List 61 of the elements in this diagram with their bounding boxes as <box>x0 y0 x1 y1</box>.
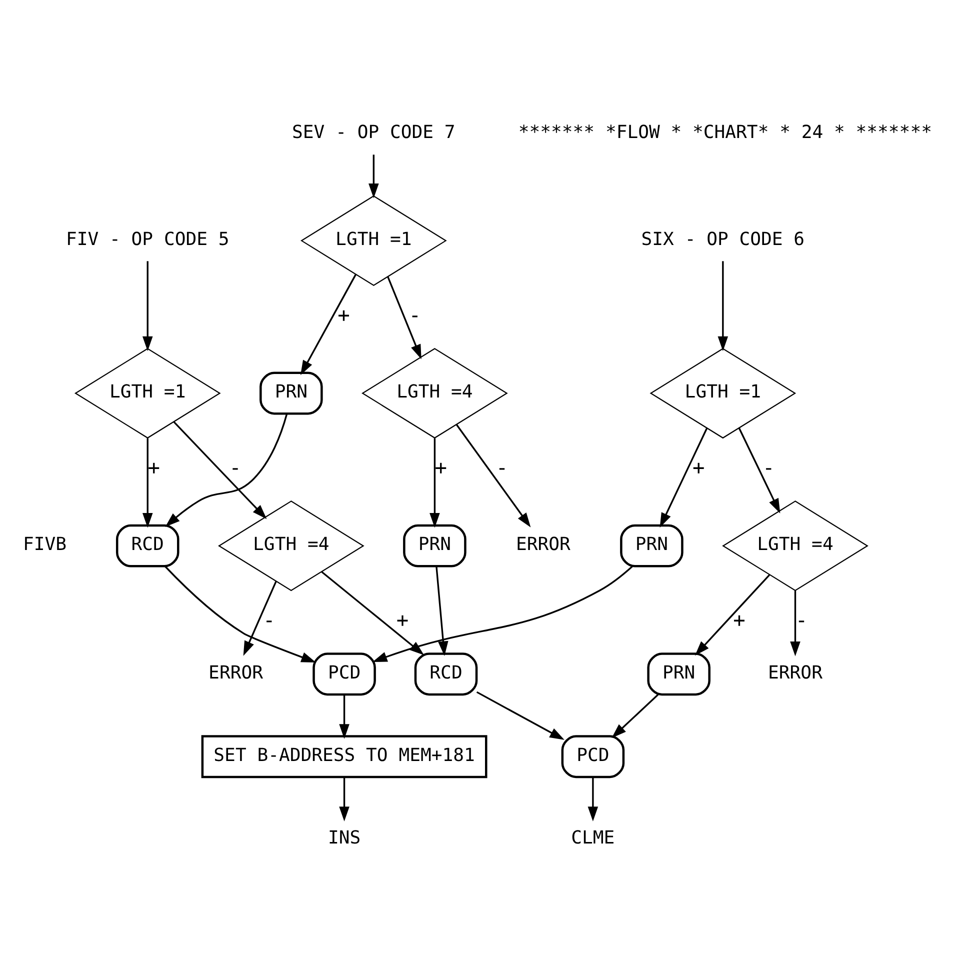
arrow <box>694 574 770 656</box>
arrow <box>173 421 267 520</box>
arrow <box>387 276 422 360</box>
edge-label: - <box>496 456 508 480</box>
edge-label: + <box>733 608 746 632</box>
arrow <box>142 261 153 352</box>
node-diamond: LGTH =1 <box>300 195 447 286</box>
arrow <box>339 777 350 822</box>
edge-label: + <box>338 302 350 327</box>
node-text: ERROR <box>516 534 570 556</box>
node-diamond: LGTH =1 <box>74 348 221 439</box>
node-box: PCD <box>312 652 376 696</box>
arrow <box>430 438 440 528</box>
arrow <box>164 566 316 662</box>
arrow <box>588 777 598 822</box>
edge-label: - <box>229 456 242 480</box>
arrow <box>456 424 531 528</box>
node-text: FIV - OP CODE 5 <box>66 228 230 250</box>
node-text: SIX - OP CODE 6 <box>641 228 805 250</box>
arrow <box>165 414 288 527</box>
node-diamond: LGTH =4 <box>362 348 508 439</box>
node-label: FIVB <box>22 534 67 556</box>
edge-label: + <box>434 456 448 480</box>
edge-label: - <box>263 608 276 632</box>
arrow <box>142 438 153 528</box>
edge-label: + <box>692 456 705 480</box>
node-text: ERROR <box>768 662 822 684</box>
node-text: INS <box>328 827 361 848</box>
edge-label: + <box>148 456 160 480</box>
node-box: PCD <box>561 735 625 778</box>
arrow <box>790 590 800 656</box>
node-diamond: LGTH =4 <box>218 500 364 592</box>
arrow <box>243 581 277 656</box>
arrow <box>476 691 564 740</box>
arrow <box>372 566 633 662</box>
label: ******* *FLOW * *CHART* * 24 * ******* <box>518 122 932 144</box>
node-box: SET B-ADDRESS TO MEM+181 <box>201 735 488 778</box>
edge-label: - <box>408 302 422 327</box>
node-box: PRN <box>403 524 466 568</box>
node-box: RCD <box>414 652 478 696</box>
node-text: ERROR <box>208 662 263 684</box>
arrow <box>321 571 424 656</box>
node-diamond: LGTH =1 <box>650 348 796 439</box>
edge-label: - <box>762 456 775 480</box>
arrow <box>660 428 708 528</box>
node-text: SEV - OP CODE 7 <box>292 122 456 144</box>
node-box: PRN <box>260 372 323 415</box>
arrow <box>339 694 350 739</box>
arrow <box>368 154 379 198</box>
node-text: CLME <box>571 827 615 848</box>
edge-label: - <box>795 608 808 632</box>
node-box: RCD <box>116 524 180 568</box>
arrow <box>300 274 356 376</box>
node-box: PRN <box>620 524 684 568</box>
arrow <box>718 261 728 352</box>
edge-label: + <box>396 608 409 632</box>
arrow <box>436 566 448 656</box>
node-box: PRN <box>647 652 710 696</box>
arrow <box>738 428 780 514</box>
node-diamond: LGTH =4 <box>722 500 868 592</box>
arrow <box>612 694 659 738</box>
